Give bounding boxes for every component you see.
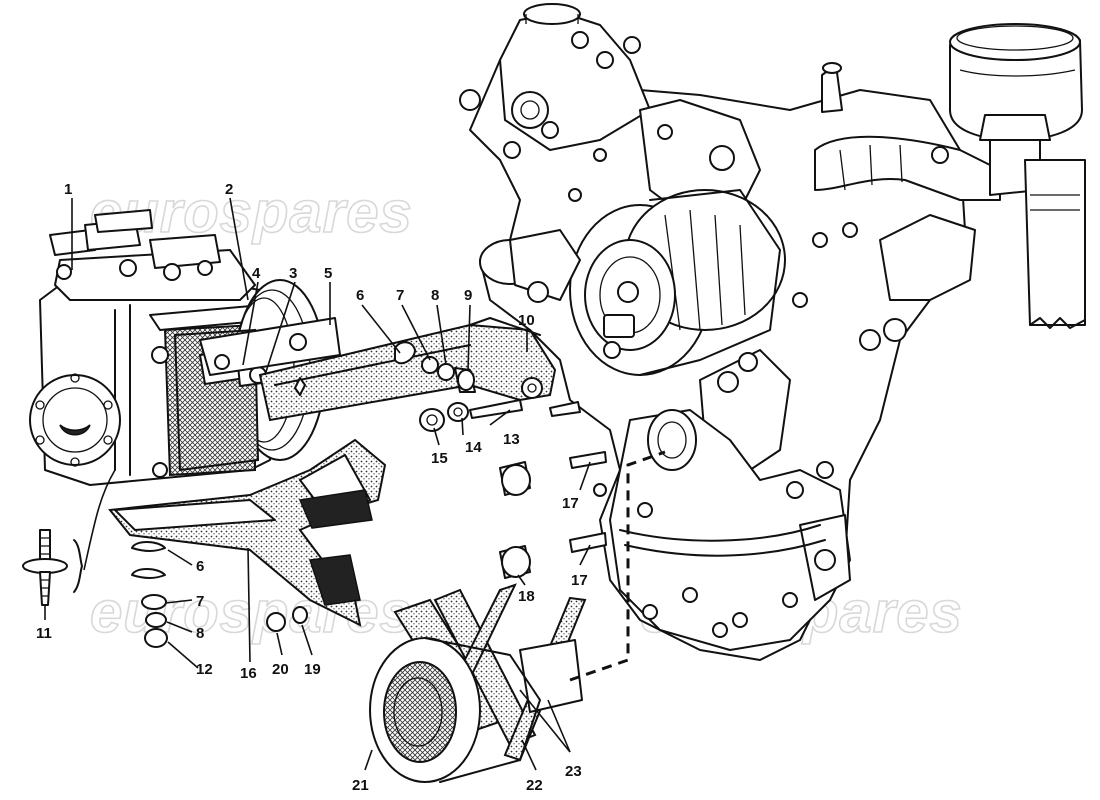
mounting-bracket — [108, 438, 387, 627]
callout-label: 22 — [526, 777, 543, 794]
callout-label: 7 — [196, 593, 204, 610]
callout-label: 21 — [352, 777, 369, 794]
callout-label: 3 — [289, 265, 297, 282]
mount-stud-and-hardware — [22, 529, 308, 648]
callout-label: 8 — [196, 625, 204, 642]
callout-label: 6 — [356, 287, 364, 304]
callout-label: 7 — [396, 287, 404, 304]
callout-label: 17 — [571, 572, 588, 589]
callout-label: 12 — [196, 661, 213, 678]
callout-label: 18 — [518, 588, 535, 605]
watermark-text: eurospares — [90, 580, 413, 645]
callout-label: 9 — [464, 287, 472, 304]
callout-label: 13 — [503, 431, 520, 448]
callout-label: 4 — [252, 265, 261, 282]
callout-label: 15 — [431, 450, 448, 467]
callout-label: 6 — [196, 558, 204, 575]
callout-label: 17 — [562, 495, 579, 512]
callout-label: 5 — [324, 265, 332, 282]
studs-and-spacers — [419, 399, 607, 579]
compressor-assembly — [29, 209, 326, 486]
callout-label: 20 — [272, 661, 289, 678]
callout-label: 2 — [225, 181, 233, 198]
adjuster-hardware — [394, 341, 476, 393]
callout-label: 23 — [565, 763, 582, 780]
callout-label: 1 — [64, 181, 72, 198]
callout-label: 8 — [431, 287, 439, 304]
engine-timing-cover — [459, 3, 1086, 661]
callout-label: 16 — [240, 665, 257, 682]
leader-lines — [44, 197, 591, 771]
callout-label: 10 — [518, 312, 535, 329]
callout-label: 19 — [304, 661, 321, 678]
callout-label: 11 — [36, 625, 52, 642]
pulley-and-belts — [369, 583, 587, 783]
belt-route-line — [569, 450, 666, 682]
callout-label: 14 — [465, 439, 482, 456]
callout-labels: 1 2 3 4 5 6 7 8 9 10 13 14 15 17 17 18 6… — [36, 181, 588, 794]
adjusting-bracket — [199, 317, 557, 422]
